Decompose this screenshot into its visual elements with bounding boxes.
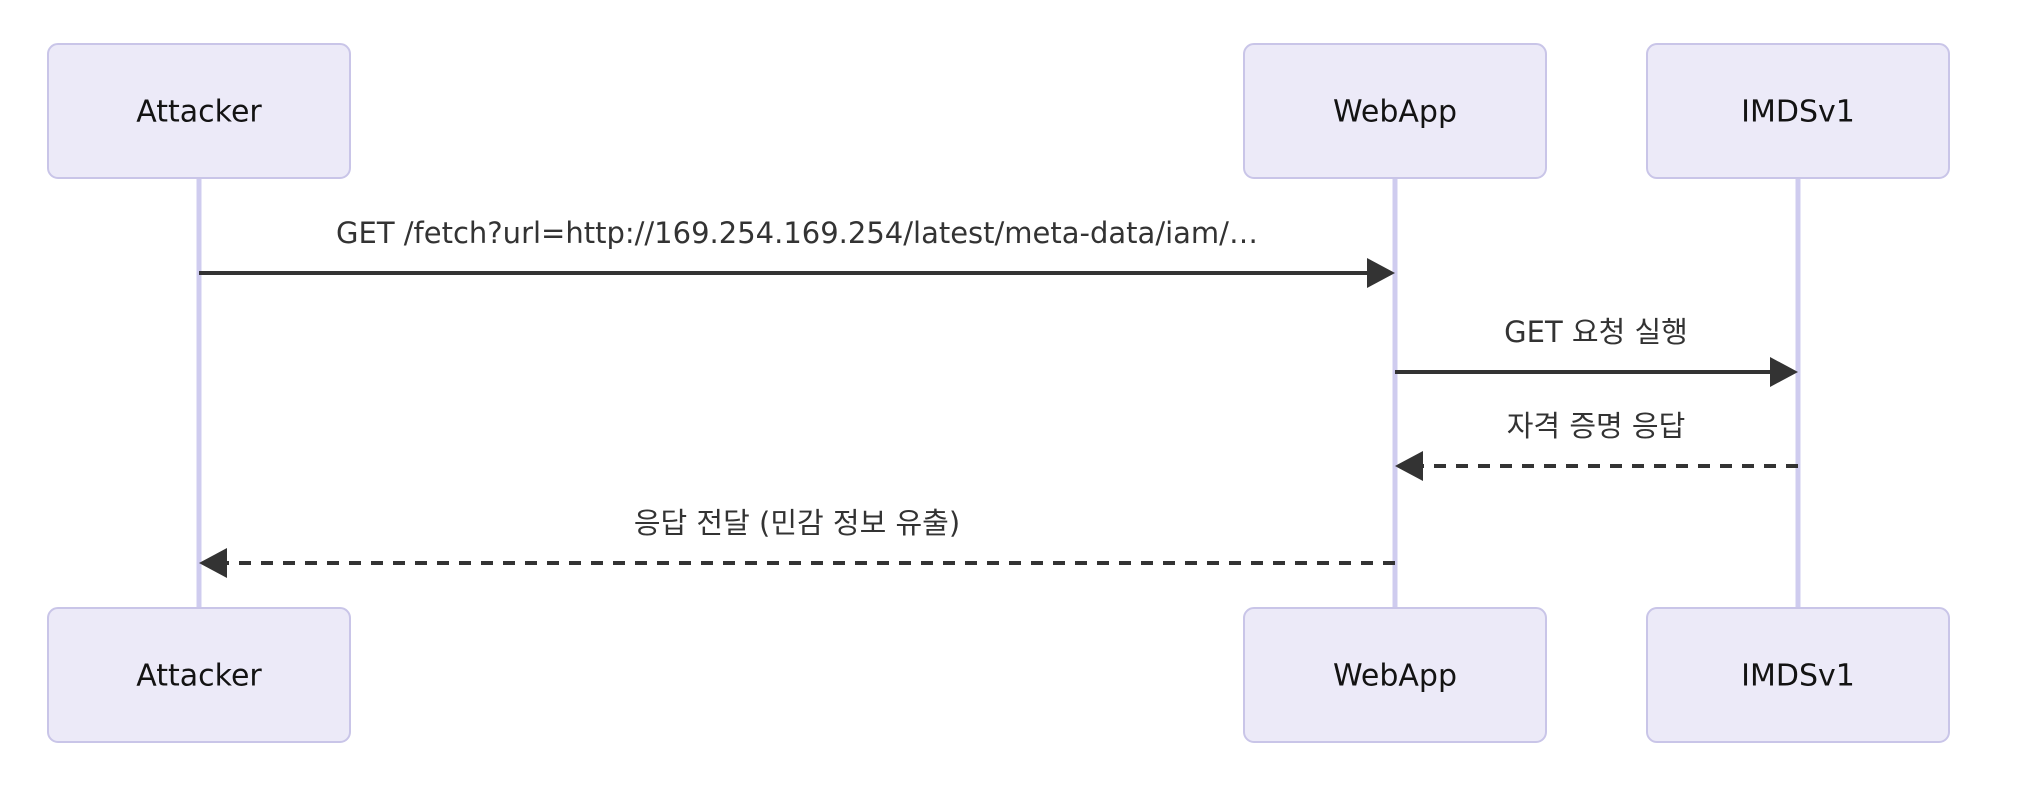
message-label-2: GET 요청 실행 bbox=[1504, 315, 1688, 349]
participant-label-webapp-top: WebApp bbox=[1333, 95, 1457, 130]
participant-webapp-top[interactable]: WebApp bbox=[1243, 43, 1547, 179]
participant-attacker-top[interactable]: Attacker bbox=[47, 43, 351, 179]
message-label-3: 자격 증명 응답 bbox=[1507, 409, 1686, 443]
lifelines bbox=[196, 178, 1801, 608]
participant-attacker-bottom[interactable]: Attacker bbox=[47, 607, 351, 743]
participant-label-webapp-bottom: WebApp bbox=[1333, 659, 1457, 694]
participant-webapp-bottom[interactable]: WebApp bbox=[1243, 607, 1547, 743]
participant-box-imdsv1-bottom[interactable] bbox=[1646, 607, 1950, 743]
participant-label-imdsv1-bottom: IMDSv1 bbox=[1741, 659, 1855, 694]
participant-box-imdsv1-top[interactable] bbox=[1646, 43, 1950, 179]
message-label-4: 응답 전달 (민감 정보 유출) bbox=[634, 506, 960, 540]
arrowhead-left-icon-3 bbox=[1395, 451, 1423, 481]
participant-label-attacker-top: Attacker bbox=[136, 95, 262, 130]
participant-boxes-top: Attacker WebApp IMDSv1 bbox=[47, 43, 1950, 179]
participant-box-attacker-top[interactable] bbox=[47, 43, 351, 179]
participant-imdsv1-bottom[interactable]: IMDSv1 bbox=[1646, 607, 1950, 743]
participant-boxes-bottom: Attacker WebApp IMDSv1 bbox=[47, 607, 1950, 743]
participant-label-imdsv1-top: IMDSv1 bbox=[1741, 95, 1855, 130]
arrowhead-right-icon-1 bbox=[1367, 258, 1395, 288]
participant-box-webapp-top[interactable] bbox=[1243, 43, 1547, 179]
participant-imdsv1-top[interactable]: IMDSv1 bbox=[1646, 43, 1950, 179]
message-3: 자격 증명 응답 bbox=[1395, 409, 1798, 481]
arrowhead-right-icon-2 bbox=[1770, 357, 1798, 387]
message-4: 응답 전달 (민감 정보 유출) bbox=[199, 506, 1395, 578]
participant-box-attacker-bottom[interactable] bbox=[47, 607, 351, 743]
participant-label-attacker-bottom: Attacker bbox=[136, 659, 262, 694]
participant-box-webapp-bottom[interactable] bbox=[1243, 607, 1547, 743]
message-label-1: GET /fetch?url=http://169.254.169.254/la… bbox=[336, 216, 1258, 250]
message-2: GET 요청 실행 bbox=[1395, 315, 1798, 387]
message-1: GET /fetch?url=http://169.254.169.254/la… bbox=[199, 216, 1395, 288]
arrowhead-left-icon-4 bbox=[199, 548, 227, 578]
